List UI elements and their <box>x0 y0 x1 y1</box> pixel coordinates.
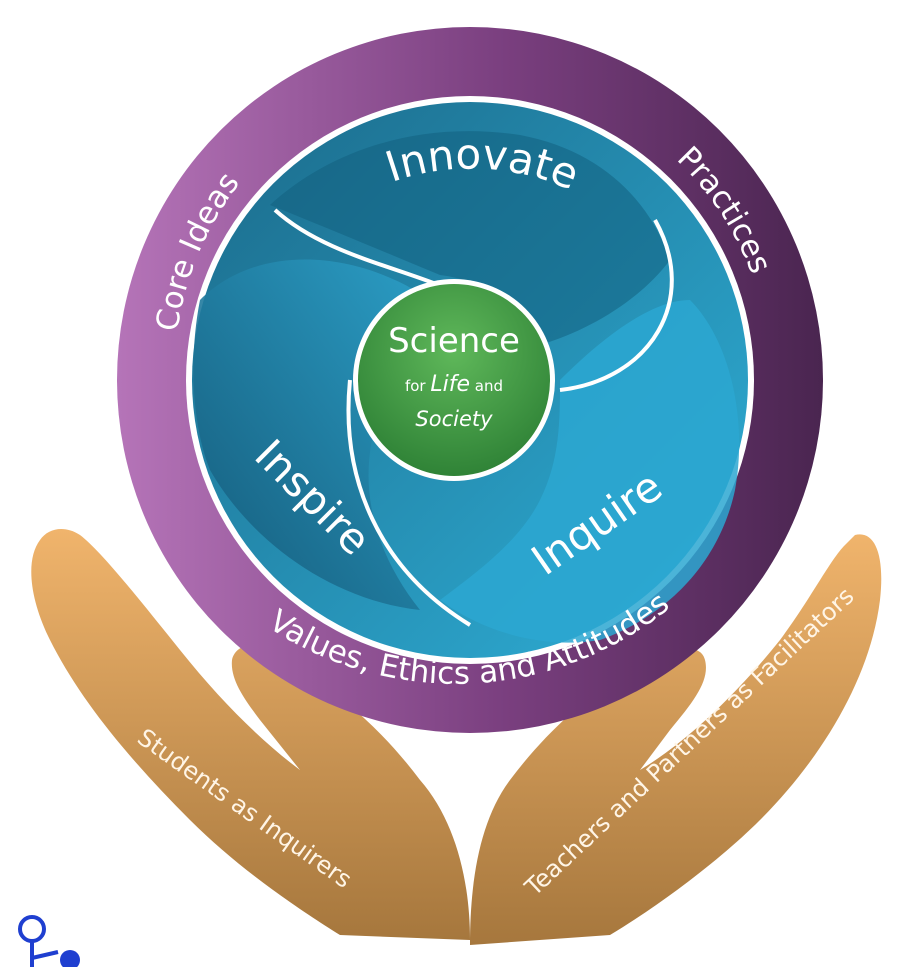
search-icon[interactable] <box>18 915 80 967</box>
center-subtitle-line2: for Life and <box>405 372 503 397</box>
center-circle-fill <box>358 284 550 476</box>
center-title: Science <box>388 321 520 361</box>
left-hand <box>31 528 471 940</box>
center-line2-suffix: and <box>470 377 503 395</box>
center-subtitle-line3: Society <box>415 407 493 431</box>
center-line2-prefix: for <box>405 377 430 395</box>
right-hand <box>470 534 882 945</box>
center-line2-italic: Life <box>430 372 470 397</box>
